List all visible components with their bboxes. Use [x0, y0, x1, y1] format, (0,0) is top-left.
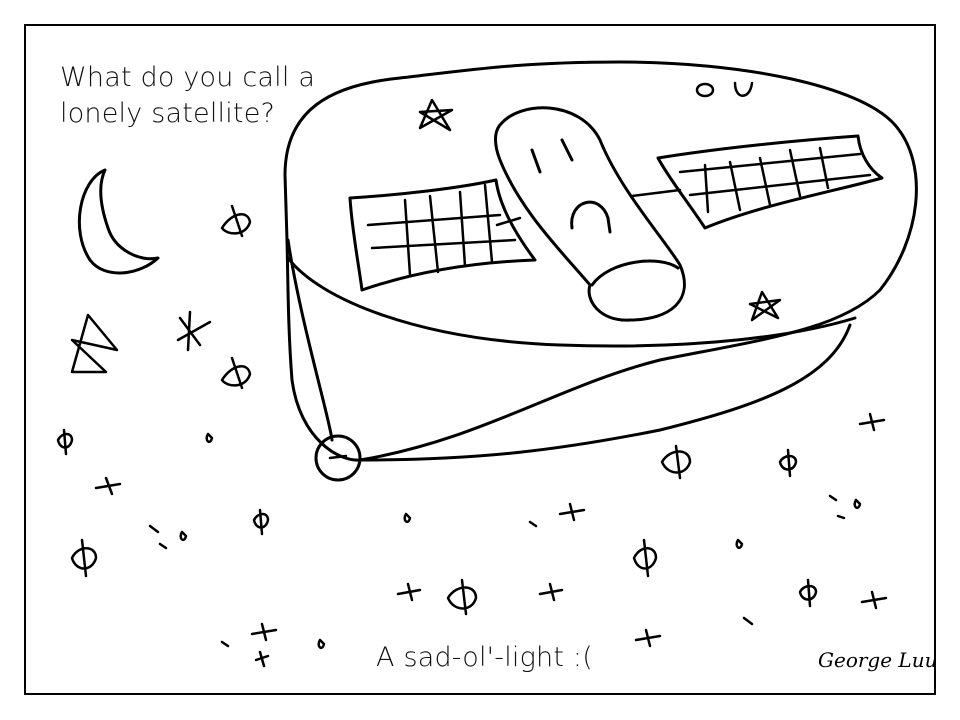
joke-question: What do you call a lonely satellite?	[60, 62, 316, 129]
thought-bubble-lower	[286, 238, 852, 462]
artist-signature: George Luu	[818, 648, 938, 672]
comic-frame	[24, 24, 936, 695]
satellite-drawing	[348, 106, 884, 322]
thought-bubble	[283, 60, 918, 462]
moon-drawing	[77, 168, 160, 275]
star-field	[56, 98, 888, 668]
thought-dot	[314, 434, 362, 482]
joke-answer: A sad-ol'-light :(	[376, 642, 593, 673]
thought-bubble-rim	[286, 256, 857, 348]
